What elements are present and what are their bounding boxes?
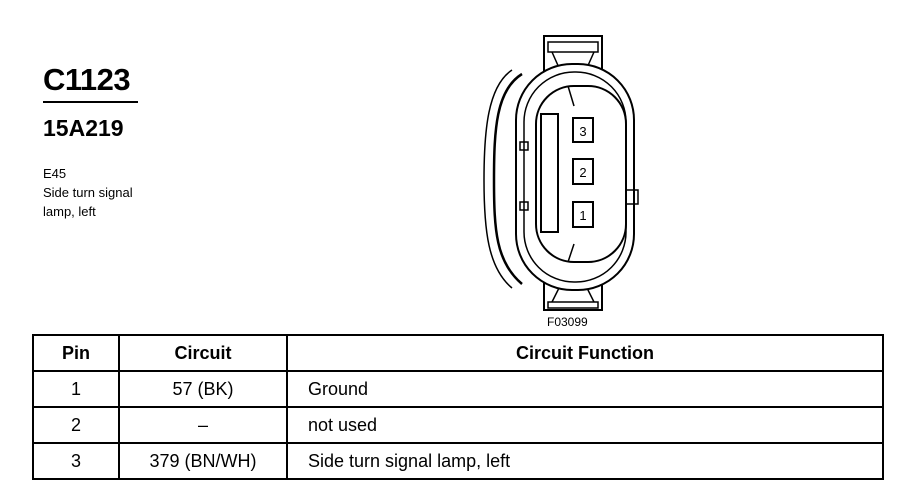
header-pin: Pin: [32, 334, 120, 372]
key-slot: [540, 113, 559, 233]
cell-function: Side turn signal lamp, left: [286, 442, 884, 480]
table-header-row: Pin Circuit Circuit Function: [32, 334, 884, 372]
table-row: 3 379 (BN/WH) Side turn signal lamp, lef…: [32, 442, 884, 480]
pin-label: 3: [579, 124, 586, 139]
cell-pin: 2: [32, 406, 120, 444]
cell-function: not used: [286, 406, 884, 444]
title-underline: [43, 101, 138, 103]
connector-id: C1123: [43, 62, 131, 97]
table-row: 2 – not used: [32, 406, 884, 444]
pin-1-box: [572, 201, 594, 228]
part-number: 15A219: [43, 115, 124, 141]
header-circuit-function: Circuit Function: [286, 334, 884, 372]
pin-label: 1: [579, 208, 586, 223]
table-row: 1 57 (BK) Ground: [32, 370, 884, 408]
pin-label: 2: [579, 165, 586, 180]
cell-circuit: –: [118, 406, 288, 444]
connector-cavity: [535, 85, 627, 263]
connector-diagram: 3 2 1: [483, 35, 639, 311]
pin-table: Pin Circuit Circuit Function 1 57 (BK) G…: [32, 334, 884, 480]
desc-line: Side turn signal: [43, 185, 133, 200]
left-clip: [492, 72, 523, 285]
cell-circuit: 379 (BN/WH): [118, 442, 288, 480]
desc-line: lamp, left: [43, 204, 96, 219]
cell-circuit: 57 (BK): [118, 370, 288, 408]
figure-label: F03099: [547, 315, 588, 329]
cell-pin: 1: [32, 370, 120, 408]
pin-2-box: [572, 158, 594, 185]
cell-function: Ground: [286, 370, 884, 408]
desc-line: E45: [43, 166, 67, 181]
pin-3-box: [572, 117, 594, 143]
cell-pin: 3: [32, 442, 120, 480]
connector-description: E45 Side turn signal lamp, left: [43, 164, 133, 221]
connector-outer-shell: [515, 63, 635, 291]
header-circuit: Circuit: [118, 334, 288, 372]
